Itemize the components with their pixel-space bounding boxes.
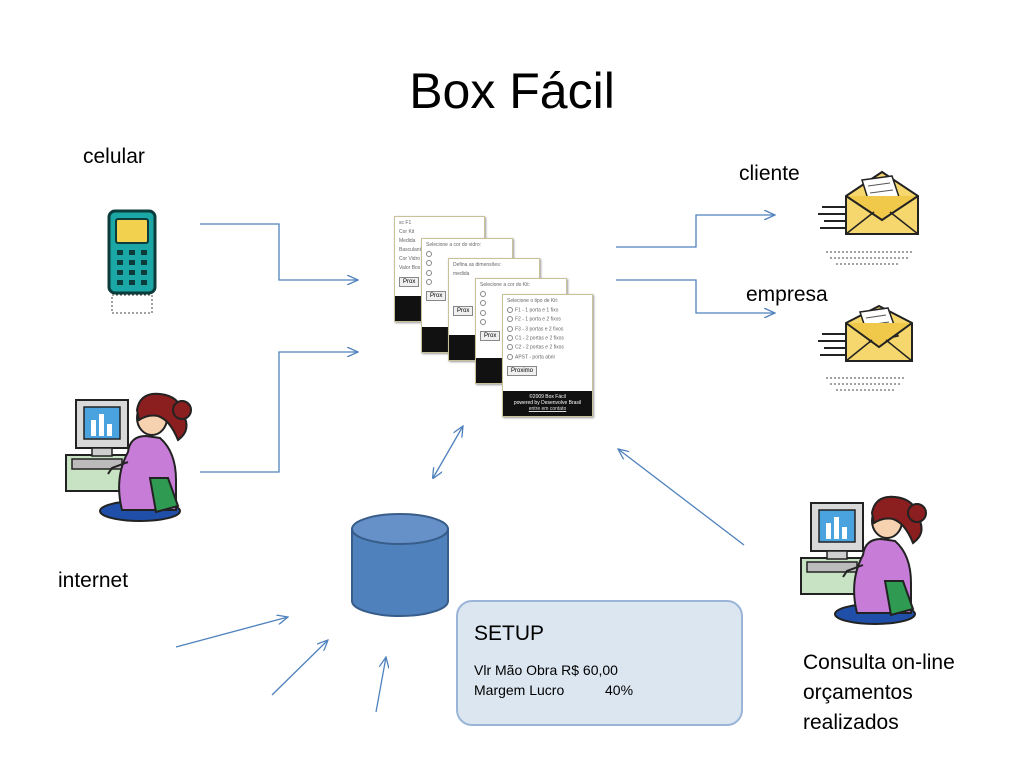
kit-option-label: C1 - 2 portas e 2 fixos	[515, 335, 564, 342]
database-icon	[351, 513, 449, 617]
connector-consulta-to-forms	[618, 449, 745, 546]
kit-option-label: F1 - 1 porta e 1 fixo	[515, 307, 559, 314]
setup-mao-obra: Vlr Mão Obra R$ 60,00	[474, 662, 618, 678]
screen1-line: Medida	[399, 238, 416, 244]
connector-forms-to-empresa	[616, 279, 775, 313]
screen4-option	[480, 291, 562, 297]
screen2-option	[426, 278, 508, 285]
screen5-title: Selecione o tipo de Kit:	[507, 298, 559, 304]
screen2-option	[426, 269, 508, 276]
kit-option[interactable]: C2 - 2 portas e 2 fixos	[507, 344, 588, 351]
setup-margem-label: Margem Lucro	[474, 682, 565, 698]
connector-db-forms	[433, 426, 463, 478]
radio-icon[interactable]	[480, 309, 486, 316]
envelope-empresa-icon	[818, 304, 913, 391]
setup-margem-row: Margem Lucro 40%	[474, 680, 741, 700]
form-screen-5: Selecione o tipo de Kit: F1 - 1 porta e …	[502, 294, 593, 417]
radio-icon[interactable]	[507, 353, 513, 360]
radio-icon[interactable]	[480, 318, 486, 325]
screen4-option	[480, 300, 562, 307]
radio-icon[interactable]	[426, 251, 432, 257]
proximo-button[interactable]: Proximo	[507, 365, 538, 376]
radio-icon[interactable]	[507, 334, 513, 341]
screen3-next-button[interactable]: Prox	[453, 306, 474, 316]
screen4-next-button[interactable]: Prox	[480, 331, 501, 342]
radio-icon[interactable]	[507, 316, 513, 323]
footer-copyright: ©2009 Box Fácil	[529, 394, 566, 400]
radio-icon[interactable]	[480, 300, 486, 307]
kit-option[interactable]: APST - porta abrir	[507, 353, 588, 360]
radio-icon[interactable]	[426, 269, 432, 276]
connector-setup-in-1	[175, 617, 288, 648]
radio-icon[interactable]	[507, 344, 513, 351]
connector-setup-in-2	[271, 640, 328, 696]
kit-option-label: APST - porta abrir	[515, 353, 556, 360]
connector-celular-to-forms	[200, 223, 358, 280]
screen2-option	[426, 260, 508, 267]
screen3-line: medida	[453, 271, 470, 277]
screen2-next-button[interactable]: Prox	[426, 291, 447, 302]
kit-option[interactable]: C1 - 2 portas e 2 fixos	[507, 334, 588, 342]
screen1-line: sc F1	[399, 220, 412, 226]
screen4-title: Selecione a cor do Kit:	[480, 282, 531, 288]
connector-internet-to-forms	[200, 352, 358, 473]
label-consulta-line2: orçamentos	[803, 681, 913, 704]
kit-option[interactable]: F1 - 1 porta e 1 fixo	[507, 307, 588, 313]
setup-title: SETUP	[474, 622, 545, 645]
label-internet: internet	[58, 569, 129, 592]
screen1-line: Valor Box	[399, 265, 421, 271]
screen1-next-button[interactable]: Prox	[399, 277, 420, 287]
screen1-line: Cor Vidro	[399, 256, 421, 262]
label-celular: celular	[83, 145, 145, 168]
screen4-option	[480, 309, 562, 316]
footer-contact-link[interactable]: entre em contato	[528, 406, 567, 412]
radio-icon[interactable]	[426, 278, 432, 285]
screen1-line: Basculante	[399, 247, 424, 253]
label-cliente: cliente	[739, 162, 800, 185]
kit-option-label: F3 - 3 portas e 2 fixos	[515, 325, 564, 332]
kit-option-label: F2 - 1 porta e 2 fixos	[515, 316, 561, 323]
radio-icon[interactable]	[426, 260, 432, 267]
screen1-line: Cor Kit	[399, 229, 415, 235]
radio-icon[interactable]	[507, 307, 513, 313]
setup-box: SETUP Vlr Mão Obra R$ 60,00 Margem Lucro…	[456, 600, 743, 726]
label-consulta: Consulta on-line orçamentos realizados	[803, 648, 955, 738]
footer-powered: powered by Desenvolve Brasil	[513, 400, 582, 406]
kit-option[interactable]: F3 - 3 portas e 2 fixos	[507, 325, 588, 332]
label-empresa: empresa	[746, 283, 828, 306]
screen5-footer: ©2009 Box Fácil powered by Desenvolve Br…	[503, 391, 592, 416]
radio-icon[interactable]	[507, 325, 513, 332]
screen2-option	[426, 251, 508, 257]
screen4-option	[480, 318, 562, 325]
radio-icon[interactable]	[480, 291, 486, 297]
page-title: Box Fácil	[409, 63, 615, 119]
user-at-computer-icon	[65, 392, 192, 522]
label-consulta-line3: realizados	[803, 711, 899, 734]
user-consulta-icon	[800, 495, 927, 625]
setup-margem-value: 40%	[605, 682, 634, 698]
envelope-cliente-icon	[818, 170, 919, 265]
cellphone-icon	[107, 209, 157, 314]
label-consulta-line1: Consulta on-line	[803, 651, 955, 674]
connector-setup-in-3	[375, 657, 386, 713]
kit-option[interactable]: F2 - 1 porta e 2 fixos	[507, 316, 588, 323]
kit-option-label: C2 - 2 portas e 2 fixos	[515, 344, 564, 351]
screen2-title: Selecione a cor do vidro:	[426, 242, 482, 248]
screen3-title: Defina as dimensões:	[453, 262, 502, 268]
connector-forms-to-cliente	[616, 215, 775, 248]
